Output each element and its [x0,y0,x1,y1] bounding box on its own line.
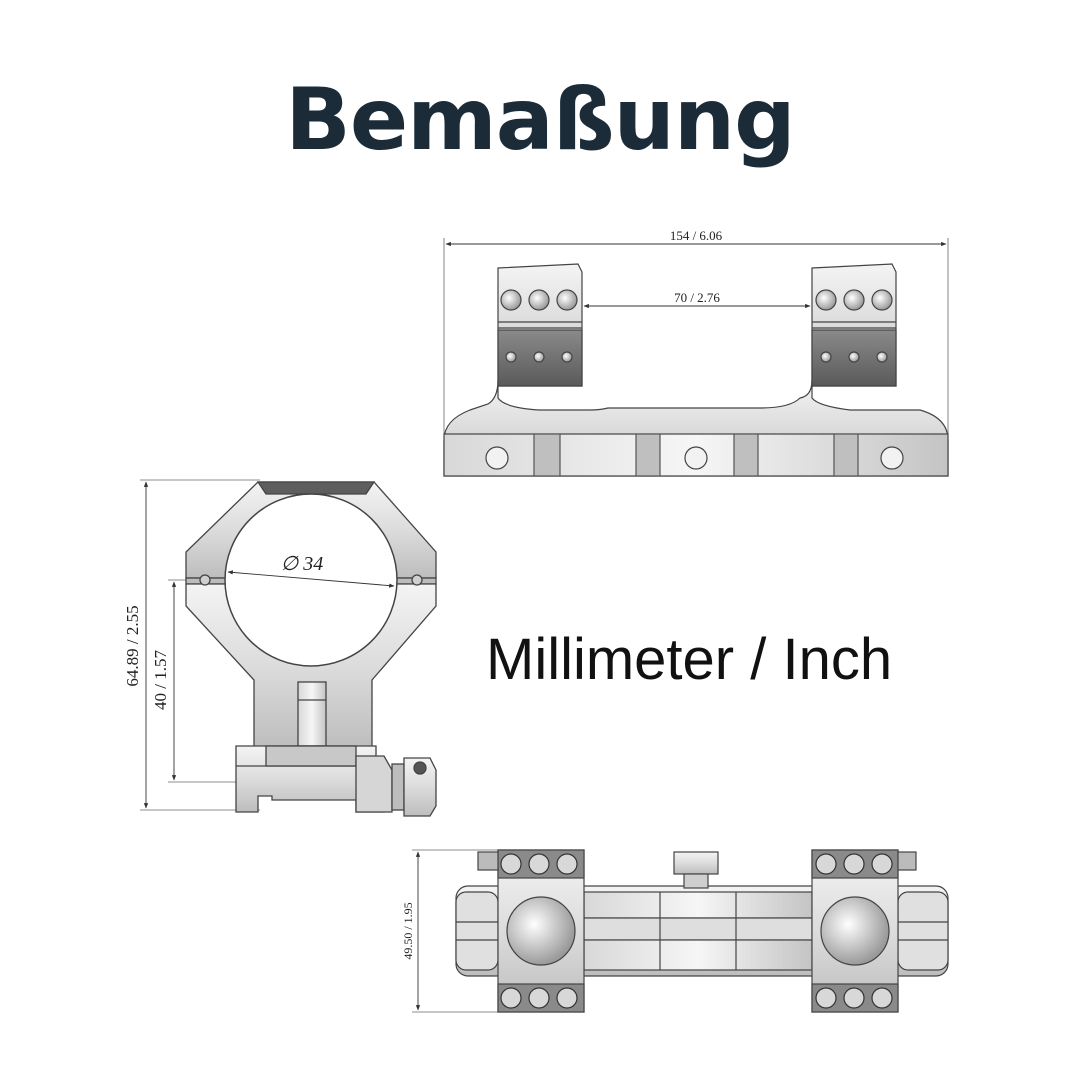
center-height-label: 40 / 1.57 [151,650,170,710]
ring-diameter-label: ∅ 34 [281,553,323,575]
units-label: Millimeter / Inch [486,627,893,692]
side-view [443,238,949,477]
base-width-label: 49.50 / 1.95 [401,902,415,959]
top-view [412,849,949,1013]
overall-length-label: 154 / 6.06 [670,228,723,243]
front-view [140,479,437,817]
total-height-label: 64.89 / 2.55 [123,605,142,686]
ring-spacing-label: 70 / 2.76 [674,290,720,305]
page-title: Bemaßung [285,70,795,170]
